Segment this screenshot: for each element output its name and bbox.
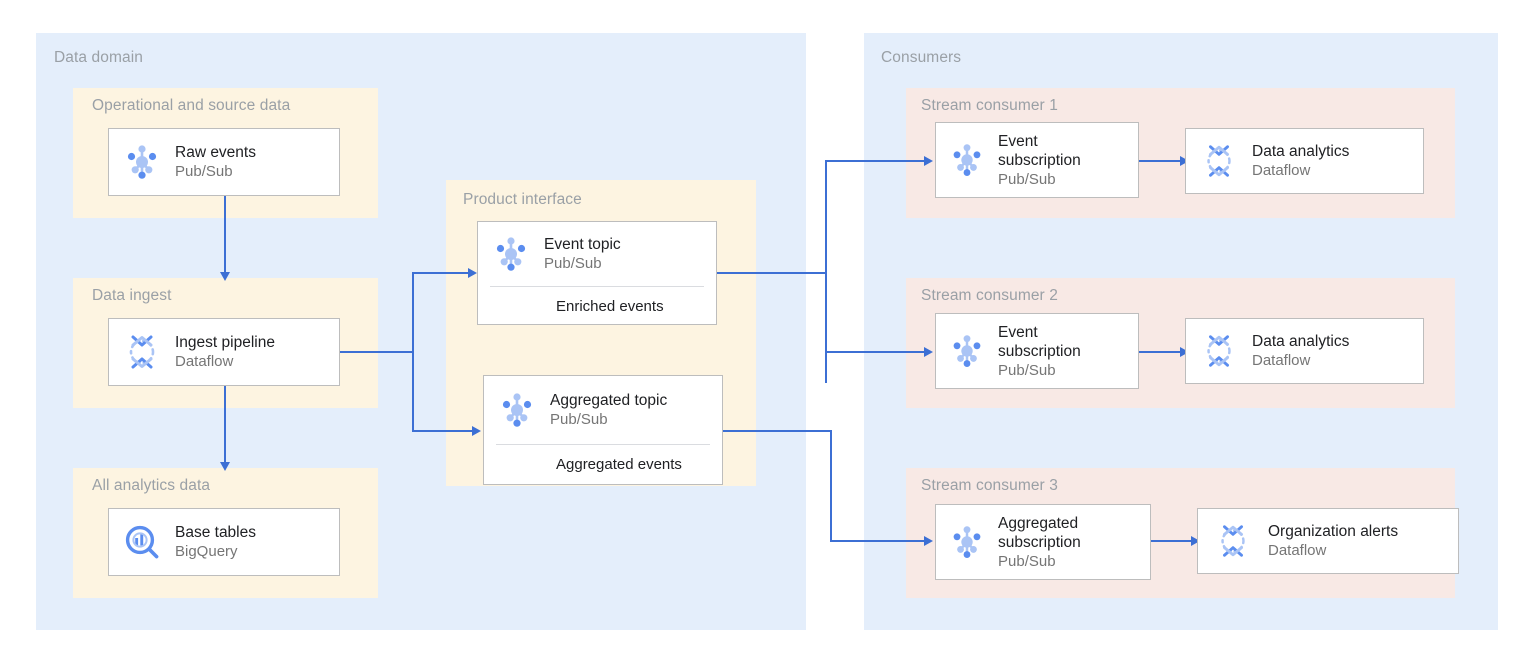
card-aggregated-topic[interactable]: Aggregated topic Pub/Sub Aggregated even… xyxy=(483,375,723,485)
pubsub-icon xyxy=(109,142,175,182)
card-subtitle: Dataflow xyxy=(1268,542,1327,559)
connector-eventsub2-to-analytics2 xyxy=(1139,351,1184,353)
group-label-stream-consumer-3: Stream consumer 3 xyxy=(921,477,1058,494)
group-label-consumers: Consumers xyxy=(881,49,962,66)
connector-aggregated-drop-vertical xyxy=(830,430,832,541)
group-label-analytics-data: All analytics data xyxy=(92,477,211,494)
card-title: Aggregated topic xyxy=(550,392,668,409)
dataflow-icon xyxy=(109,332,175,372)
card-title: Event topic xyxy=(544,236,621,253)
arrowhead-raw-to-ingest xyxy=(219,272,230,281)
arrowhead-to-consumer-3 xyxy=(924,535,933,546)
card-title: Organization alerts xyxy=(1268,523,1399,540)
card-base-tables[interactable]: Base tables BigQuery xyxy=(108,508,340,576)
card-title: Raw events xyxy=(175,144,256,161)
pubsub-icon xyxy=(478,222,544,286)
arrowhead-aggsub3-to-orgalerts xyxy=(1191,535,1200,546)
card-title: Base tables xyxy=(175,524,256,541)
card-data-analytics-1[interactable]: Data analytics Dataflow xyxy=(1185,128,1424,194)
arrowhead-eventsub2-to-analytics2 xyxy=(1180,346,1189,357)
dataflow-icon xyxy=(1186,142,1252,180)
card-ingest-pipeline[interactable]: Ingest pipeline Dataflow xyxy=(108,318,340,386)
card-subtitle: Pub/Sub xyxy=(998,361,1056,379)
card-organization-alerts[interactable]: Organization alerts Dataflow xyxy=(1197,508,1459,574)
arrowhead-to-consumer-2 xyxy=(924,346,933,357)
connector-event-topic-out xyxy=(717,272,827,274)
card-title: Aggregated subscription xyxy=(998,514,1081,551)
arrowhead-to-consumer-1 xyxy=(924,155,933,166)
pubsub-icon xyxy=(936,141,998,179)
connector-to-event-topic xyxy=(412,272,470,274)
card-title: Event subscription xyxy=(998,323,1081,360)
connector-eventsub1-to-analytics1 xyxy=(1139,160,1184,162)
card-subtitle: Pub/Sub xyxy=(998,552,1056,570)
group-label-stream-consumer-1: Stream consumer 1 xyxy=(921,97,1058,114)
bigquery-icon xyxy=(109,522,175,562)
arrowhead-eventsub1-to-analytics1 xyxy=(1180,155,1189,166)
card-data-analytics-2[interactable]: Data analytics Dataflow xyxy=(1185,318,1424,384)
group-label-product-interface: Product interface xyxy=(463,191,582,208)
card-subtitle: Dataflow xyxy=(175,353,234,370)
pubsub-icon xyxy=(484,376,550,444)
card-divider xyxy=(496,444,710,445)
card-title: Event subscription xyxy=(998,132,1081,169)
connector-ingest-split-vertical xyxy=(412,272,414,432)
group-label-stream-consumer-2: Stream consumer 2 xyxy=(921,287,1058,304)
card-subtitle: Pub/Sub xyxy=(544,255,602,272)
card-footer: Aggregated events xyxy=(556,456,682,473)
arrowhead-to-aggregated-topic xyxy=(472,425,481,436)
card-raw-events[interactable]: Raw events Pub/Sub xyxy=(108,128,340,196)
card-title: Ingest pipeline xyxy=(175,334,275,351)
connector-aggsub3-to-orgalerts xyxy=(1151,540,1195,542)
card-title: Data analytics xyxy=(1252,143,1350,160)
arrowhead-ingest-to-basetables xyxy=(219,462,230,471)
card-subtitle: Pub/Sub xyxy=(175,163,233,180)
arrowhead-to-event-topic xyxy=(468,267,477,278)
card-event-topic[interactable]: Event topic Pub/Sub Enriched events xyxy=(477,221,717,325)
connector-to-consumer-3 xyxy=(830,540,926,542)
group-label-data-domain: Data domain xyxy=(54,49,143,66)
card-subtitle: Pub/Sub xyxy=(998,170,1056,188)
connector-to-consumer-1 xyxy=(825,160,926,162)
card-event-subscription-2[interactable]: Event subscription Pub/Sub xyxy=(935,313,1139,389)
card-divider xyxy=(490,286,704,287)
card-subtitle: Dataflow xyxy=(1252,162,1311,179)
group-label-operational: Operational and source data xyxy=(92,97,291,114)
dataflow-icon xyxy=(1186,332,1252,370)
pubsub-icon xyxy=(936,332,998,370)
dataflow-icon xyxy=(1198,522,1268,560)
card-footer: Enriched events xyxy=(556,298,664,315)
connector-aggregated-topic-out xyxy=(723,430,832,432)
card-subtitle: Dataflow xyxy=(1252,352,1311,369)
card-title: Data analytics xyxy=(1252,333,1350,350)
group-label-data-ingest: Data ingest xyxy=(92,287,172,304)
connector-to-aggregated-topic xyxy=(412,430,474,432)
card-event-subscription-1[interactable]: Event subscription Pub/Sub xyxy=(935,122,1139,198)
connector-ingest-out xyxy=(339,351,414,353)
card-subtitle: BigQuery xyxy=(175,543,238,560)
connector-raw-to-ingest xyxy=(224,196,226,276)
connector-event-topic-split-vertical xyxy=(825,160,827,383)
pubsub-icon xyxy=(936,523,998,561)
connector-ingest-to-basetables xyxy=(224,386,226,466)
card-subtitle: Pub/Sub xyxy=(550,411,608,428)
connector-to-consumer-2 xyxy=(825,351,926,353)
card-aggregated-subscription-3[interactable]: Aggregated subscription Pub/Sub xyxy=(935,504,1151,580)
